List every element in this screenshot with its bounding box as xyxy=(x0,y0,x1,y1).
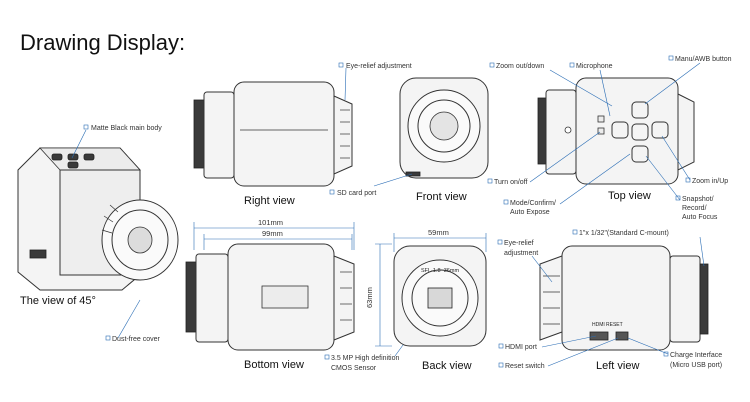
callout-snapshot-1: Snapshot/ xyxy=(682,196,714,203)
view-45-degree xyxy=(17,147,179,291)
callout-sensor-1: 3.5 MP High definition xyxy=(331,355,399,362)
callout-dust-cover: Dust-free cover xyxy=(112,336,161,343)
callout-zoom-in: Zoom in/Up xyxy=(692,178,728,185)
callout-charge-1: Charge Interface xyxy=(670,352,722,359)
dim-height: 63mm xyxy=(365,287,374,308)
label-left-view: Left view xyxy=(596,360,639,372)
callout-eye-relief-left-2: adjustment xyxy=(504,250,538,257)
callout-mode-confirm-1: Mode/Confirm/ xyxy=(510,200,556,207)
callout-turn-onoff: Turn on/off xyxy=(494,179,528,186)
callout-microphone: Microphone xyxy=(576,63,613,70)
callout-mode-confirm-2: Auto Expose xyxy=(510,209,550,216)
callout-hdmi: HDMI port xyxy=(505,344,537,351)
dimension-lines-back xyxy=(375,233,487,347)
label-right-view: Right view xyxy=(244,195,295,207)
label-view-45: The view of 45° xyxy=(20,295,96,307)
view-right xyxy=(193,81,353,187)
callout-cmount: 1"x 1/32"(Standard C-mount) xyxy=(579,230,669,237)
dimension-lines-bottom xyxy=(193,222,355,250)
callout-sensor-2: CMOS Sensor xyxy=(331,365,377,372)
view-back xyxy=(393,245,487,347)
dim-width: 59mm xyxy=(428,228,449,237)
label-top-view: Top view xyxy=(608,190,651,202)
callout-snapshot-3: Auto Focus xyxy=(682,214,718,221)
callout-eye-relief-left-1: Eye-relief xyxy=(504,240,534,247)
dim-length-total: 101mm xyxy=(258,218,283,227)
page-title: Drawing Display: xyxy=(20,30,185,55)
callout-charge-2: (Micro USB port) xyxy=(670,362,722,369)
dim-length-body: 99mm xyxy=(262,229,283,238)
view-top xyxy=(537,77,695,185)
callout-snapshot-2: Record/ xyxy=(682,205,707,212)
reset-port-label: RESET xyxy=(606,322,623,328)
view-front xyxy=(399,77,489,179)
label-front-view: Front view xyxy=(416,191,467,203)
callout-reset: Reset switch xyxy=(505,363,545,370)
label-back-view: Back view xyxy=(422,360,472,372)
callout-manu-awb: Manu/AWB button xyxy=(675,56,732,63)
callout-matte-body: Matte Black main body xyxy=(91,125,162,132)
lens-engraving: SFL-1.8~36mm xyxy=(421,268,459,274)
view-left xyxy=(539,245,709,351)
label-bottom-view: Bottom view xyxy=(244,359,304,371)
view-bottom xyxy=(185,243,355,351)
callout-sd-card: SD card port xyxy=(337,190,376,197)
callout-eye-relief-top: Eye-relief adjustment xyxy=(346,63,412,70)
hdmi-port-label: HDMI xyxy=(592,322,605,328)
callout-zoom-out: Zoom out/down xyxy=(496,63,544,70)
